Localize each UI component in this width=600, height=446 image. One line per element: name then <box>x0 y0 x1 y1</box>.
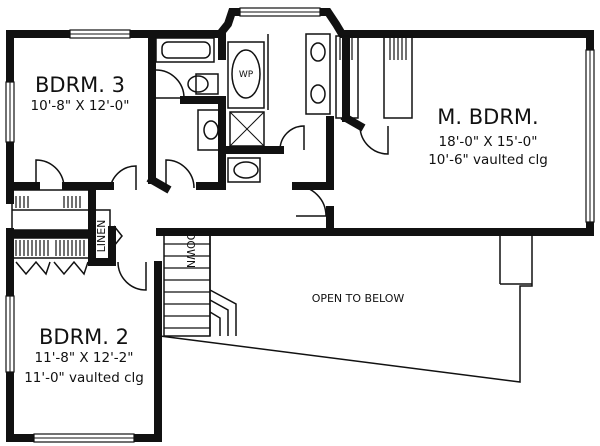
bdrm2-closet <box>11 237 91 276</box>
windows <box>5 7 595 443</box>
master-ceiling: 10'-6" vaulted clg <box>428 152 548 168</box>
whirlpool-label: WP <box>239 70 254 80</box>
linen-label: LINEN <box>95 220 108 253</box>
master-size: 18'-0" X 15'-0" <box>439 134 538 150</box>
hall-bath-fixtures <box>155 37 221 151</box>
room-labels: BDRM. 3 10'-8" X 12'-0" M. BDRM. 18'-0" … <box>24 73 548 386</box>
interior-walls <box>6 30 366 266</box>
bdrm2-name: BDRM. 2 <box>39 325 129 349</box>
linen-closet: LINEN <box>93 209 123 261</box>
bdrm2-ceiling: 11'-0" vaulted clg <box>24 370 144 386</box>
master-closet <box>335 35 413 119</box>
master-bath-fixtures: WP <box>227 33 331 183</box>
bdrm3-name: BDRM. 3 <box>35 73 125 97</box>
open-to-below-area <box>159 232 533 383</box>
master-name: M. BDRM. <box>437 105 538 129</box>
open-to-below-label: OPEN TO BELOW <box>312 292 405 305</box>
bdrm2-size: 11'-8" X 12'-2" <box>35 350 134 366</box>
door-swings <box>35 69 389 291</box>
stairs: DOWN <box>163 231 237 337</box>
bdrm3-size: 10'-8" X 12'-0" <box>31 98 130 114</box>
stair-direction-label: DOWN <box>184 232 197 268</box>
bdrm3-closet <box>11 189 91 231</box>
